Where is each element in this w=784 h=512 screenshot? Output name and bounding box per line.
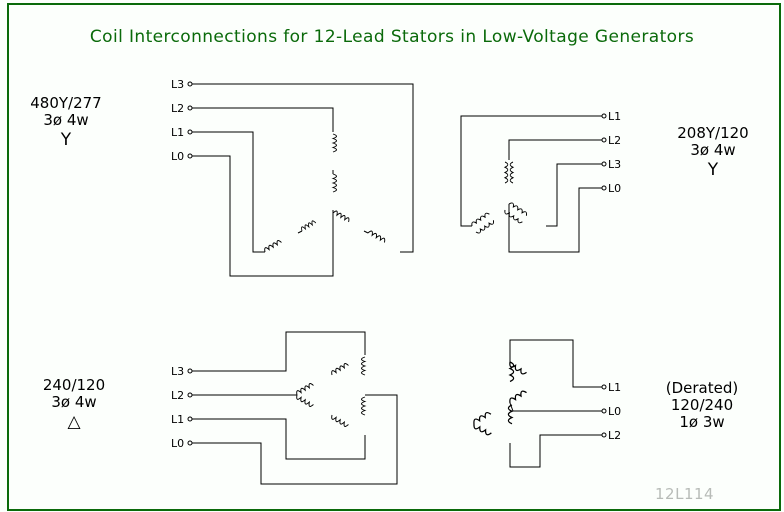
- delta-symbol-icon: △: [67, 412, 81, 432]
- lead-label: L1: [171, 413, 184, 426]
- terminal-L2: [601, 137, 607, 143]
- terminal-L0: [187, 440, 193, 446]
- terminal-L1: [187, 416, 193, 422]
- lead-label: L1: [608, 110, 621, 123]
- wye-symbol-icon: Y: [707, 160, 719, 180]
- terminal-L0: [601, 185, 607, 191]
- label-240-120: 240/120 3ø 4w △: [36, 377, 112, 433]
- lead-label: L3: [171, 365, 184, 378]
- lead-label: L1: [171, 126, 184, 139]
- diagram-title: Coil Interconnections for 12-Lead Stator…: [89, 27, 695, 47]
- drawing-frame: [7, 3, 781, 511]
- lead-label: L2: [608, 134, 621, 147]
- lead-label: L0: [608, 182, 621, 195]
- terminal-L2: [187, 392, 193, 398]
- lead-label: L3: [608, 158, 621, 171]
- phase-label: 1ø 3w: [679, 413, 725, 431]
- lead-labels: L3 L2 L1 L0 L1 L2 L3 L0 L3 L2 L1 L0 L1 L…: [171, 78, 621, 450]
- lead-label: L3: [171, 78, 184, 91]
- derated-note: (Derated): [665, 379, 739, 397]
- terminal-L3: [187, 368, 193, 374]
- terminal-L3: [601, 161, 607, 167]
- lead-label: L1: [608, 381, 621, 394]
- phase-label: 3ø 4w: [43, 111, 89, 129]
- wye-480-diagram: [187, 81, 414, 277]
- label-480y277: 480Y/277 3ø 4w Y: [30, 95, 102, 151]
- lead-label: L2: [608, 429, 621, 442]
- terminal-L1: [601, 113, 607, 119]
- voltage-label: 240/120: [42, 376, 106, 394]
- terminal-L0: [187, 153, 193, 159]
- phase-label: 3ø 4w: [51, 393, 97, 411]
- terminal-L2: [187, 105, 193, 111]
- delta-240-diagram: [187, 331, 398, 485]
- drawing-code: 12L114: [655, 485, 715, 503]
- wye-symbol-icon: Y: [60, 130, 72, 150]
- lead-label: L0: [171, 437, 184, 450]
- terminal-L0: [601, 408, 607, 414]
- lead-label: L2: [171, 102, 184, 115]
- single-phase-diagram: [471, 339, 607, 468]
- label-208y120: 208Y/120 3ø 4w Y: [670, 125, 756, 181]
- terminal-L1: [601, 384, 607, 390]
- phase-label: 3ø 4w: [690, 141, 736, 159]
- lead-label: L0: [171, 150, 184, 163]
- label-120-240-derated: (Derated) 120/240 1ø 3w: [660, 380, 744, 431]
- lead-label: L0: [608, 405, 621, 418]
- voltage-label: 120/240: [670, 396, 734, 414]
- voltage-label: 208Y/120: [677, 124, 749, 142]
- lead-label: L2: [171, 389, 184, 402]
- voltage-label: 480Y/277: [30, 94, 102, 112]
- wye-208-diagram: [460, 113, 607, 253]
- terminal-L1: [187, 129, 193, 135]
- terminal-L2: [601, 432, 607, 438]
- terminal-L3: [187, 81, 193, 87]
